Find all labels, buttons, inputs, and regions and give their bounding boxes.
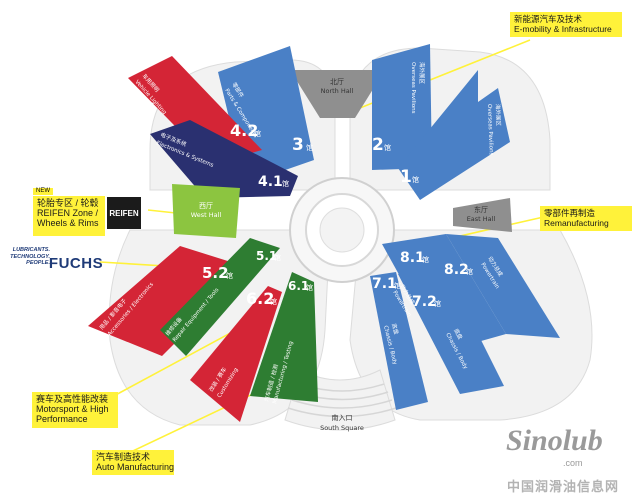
hall-8-1-number: 8.1 — [400, 250, 425, 266]
hall-5-1-block[interactable] — [160, 238, 280, 356]
callout-emobility-en: E-mobility & Infrastructure — [514, 24, 612, 34]
hall-8-2-number: 8.2 — [444, 262, 469, 278]
callout-motorsport-en2: Performance — [36, 414, 88, 424]
hall-6-1-block[interactable] — [250, 272, 318, 402]
hall-6-2-block[interactable] — [190, 286, 282, 422]
hall-4-2-number: 4.2 — [230, 121, 258, 140]
hall-1-block[interactable] — [398, 70, 510, 200]
hall-2-en-label: Overseas Pavilions — [410, 62, 416, 114]
hall-4-2-block[interactable] — [128, 56, 262, 164]
hall-3-number: 3 — [292, 135, 304, 155]
hall-8-1-suffix: 馆 — [422, 255, 429, 264]
hall-5-2-suffix: 馆 — [226, 271, 233, 280]
callout-remanufacturing: 零部件再制造 Remanufacturing — [540, 206, 632, 231]
watermark-cn: 中国润滑油信息网 — [507, 479, 620, 494]
south-entrance-cn: 南入口 — [332, 413, 353, 422]
hall-7-1-number: 7.1 — [372, 276, 397, 292]
hall-4-1-suffix: 馆 — [282, 179, 289, 188]
hall-7-2-block[interactable] — [398, 262, 504, 394]
callout-reman-cn: 零部件再制造 — [544, 208, 596, 218]
hall-2-number: 2 — [372, 135, 384, 155]
hall-6-2-number: 6.2 — [246, 289, 274, 308]
hall-1-en-label: Overseas Pavilions — [486, 104, 494, 156]
hall-7-2-number: 7.2 — [412, 294, 437, 310]
hall-2-suffix: 馆 — [384, 143, 391, 152]
callout-auto-manufacturing: 汽车制造技术 Auto Manufacturing — [92, 450, 174, 475]
hall-8-2-suffix: 馆 — [466, 267, 473, 276]
callout-reifen-cn: 轮胎专区 / 轮毂 — [37, 198, 99, 208]
reifen-logo: REIFEN — [107, 197, 141, 229]
west-hall-cn: 西厅 — [199, 202, 213, 210]
north-hall-block — [290, 70, 385, 118]
central-plaza — [289, 177, 395, 283]
hall-5-1-suffix: 馆 — [274, 253, 281, 262]
hall-7-1-block[interactable] — [370, 272, 428, 410]
hall-1-suffix: 馆 — [412, 175, 419, 184]
hall-7-1-suffix: 馆 — [394, 281, 401, 290]
hall-5-2-block[interactable] — [88, 246, 250, 356]
new-badge: NEW — [33, 188, 53, 195]
fuchs-tagline-2: TECHNOLOGY. — [10, 253, 50, 260]
west-hall-block — [172, 184, 240, 238]
east-hall-en: East Hall — [467, 215, 496, 223]
callout-reifen-en2: Wheels & Rims — [37, 218, 99, 228]
north-hall-en: North Hall — [321, 87, 354, 95]
hall-7-1-cn-label: 底盘 — [390, 323, 401, 336]
north-hall-cn: 北厅 — [330, 78, 344, 86]
hall-5-2-number: 5.2 — [202, 264, 229, 282]
hall-1-cn-label: 海外展区 — [494, 104, 503, 127]
fuchs-tagline-3: PEOPLE. — [26, 260, 50, 266]
hall-6-1-suffix: 馆 — [306, 283, 313, 292]
fuchs-tagline: LUBRICANTS. TECHNOLOGY. PEOPLE. — [8, 247, 50, 267]
hall-3-suffix: 馆 — [306, 143, 313, 152]
callout-automfg-en: Auto Manufacturing — [96, 462, 175, 472]
hall-6-1-number: 6.1 — [288, 279, 309, 293]
callout-motorsport-cn: 赛车及高性能改装 — [36, 394, 109, 404]
hall-4-2-suffix: 馆 — [254, 129, 261, 138]
watermark-brand: Sinolub — [506, 424, 603, 457]
fuchs-tagline-1: LUBRICANTS. — [12, 247, 50, 253]
hall-1-number: 1 — [400, 167, 412, 187]
east-hall-block — [453, 198, 512, 232]
east-hall-cn: 东厅 — [474, 205, 488, 214]
fuchs-logo: FUCHS — [48, 254, 104, 272]
callout-emobility: 新能源汽车及技术 E-mobility & Infrastructure — [510, 12, 622, 37]
callout-reman-en: Remanufacturing — [544, 218, 609, 228]
south-entrance-en: South Square — [320, 424, 364, 432]
hall-8-2-block[interactable] — [446, 234, 560, 338]
hall-4-1-number: 4.1 — [258, 174, 283, 190]
hall-7-2-suffix: 馆 — [434, 299, 441, 308]
hall-2-block[interactable] — [372, 44, 432, 170]
callout-emobility-cn: 新能源汽车及技术 — [514, 14, 583, 24]
hall-2-cn-label: 海外展区 — [418, 62, 426, 85]
callout-motorsport-en1: Motorsport & High — [36, 404, 109, 414]
callout-automfg-cn: 汽车制造技术 — [96, 452, 151, 462]
callout-reifen-en1: REIFEN Zone / — [37, 208, 99, 218]
hall-6-2-suffix: 馆 — [270, 297, 277, 306]
callout-motorsport: 赛车及高性能改装 Motorsport & High Performance — [32, 392, 118, 428]
hall-4-1-block[interactable] — [150, 120, 298, 198]
west-hall-en: West Hall — [191, 211, 222, 219]
callout-reifen-zone: 轮胎专区 / 轮毂 REIFEN Zone / Wheels & Rims — [33, 196, 105, 236]
hall-5-1-number: 5.1 — [256, 249, 277, 263]
watermark-domain: .com — [563, 458, 583, 468]
